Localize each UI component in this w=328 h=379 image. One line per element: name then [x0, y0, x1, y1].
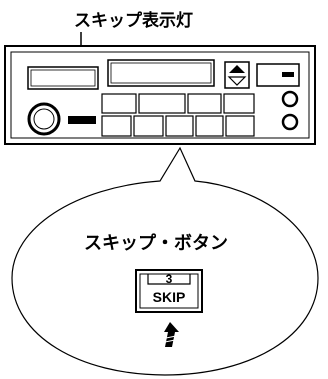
right-panel-indicator	[282, 72, 294, 77]
stereo-inner-frame	[10, 51, 310, 139]
center-display-window	[107, 59, 215, 87]
eject-triangle-icon	[229, 65, 245, 73]
skip-button-outer[interactable]	[135, 269, 203, 313]
tuning-knob-lower[interactable]	[281, 113, 299, 131]
preset-button[interactable]	[101, 115, 132, 137]
tuning-knob-upper[interactable]	[281, 90, 299, 108]
eject-button[interactable]	[224, 61, 250, 89]
callout-outline	[11, 146, 319, 376]
skip-button-enlarged[interactable]: 3 SKIP	[135, 269, 203, 313]
left-display-window	[27, 66, 99, 90]
preset-button[interactable]	[138, 93, 186, 114]
preset-button[interactable]	[101, 93, 137, 114]
preset-button[interactable]	[223, 93, 255, 114]
volume-knob[interactable]	[27, 102, 61, 136]
skip-button-small[interactable]	[165, 115, 194, 137]
number-tab	[147, 274, 191, 285]
press-hand-icon	[164, 322, 179, 347]
preset-button[interactable]	[187, 93, 222, 114]
preset-button[interactable]	[133, 115, 164, 137]
preset-button[interactable]	[225, 115, 255, 137]
down-triangle-icon	[227, 76, 247, 86]
callout-bubble	[11, 146, 319, 376]
skip-button-text: SKIP	[153, 289, 186, 305]
car-stereo-unit	[4, 45, 316, 145]
skip-button-label: スキップ・ボタン	[84, 232, 228, 254]
right-panel	[256, 63, 300, 87]
preset-button[interactable]	[195, 115, 224, 137]
skip-indicator-label: スキップ表示灯	[74, 10, 193, 31]
skip-button-number: 3	[166, 272, 173, 286]
skip-indicator-lamp	[68, 116, 96, 124]
